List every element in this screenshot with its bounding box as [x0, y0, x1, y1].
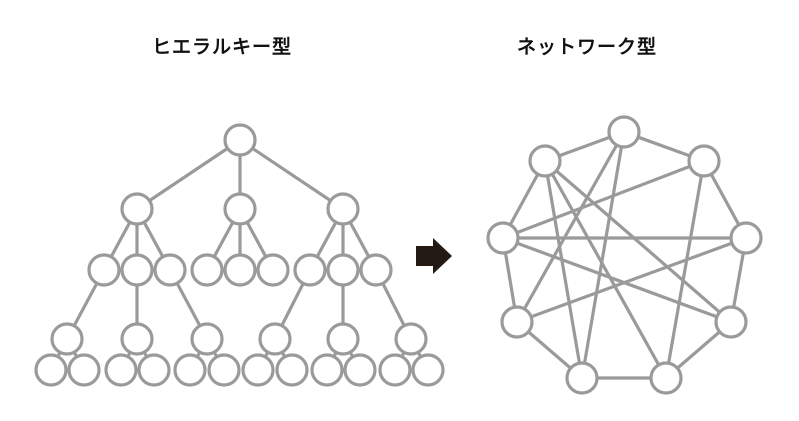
network-node-n1 [607, 115, 641, 149]
hierarchy-node-d1 [50, 322, 84, 356]
hierarchy-node-c2 [326, 253, 360, 287]
hierarchy-node-a3 [153, 253, 187, 287]
network-node-n6 [565, 361, 599, 395]
network-title: ネットワーク型 [517, 36, 658, 58]
hierarchy-node-c [326, 192, 360, 226]
hierarchy-node-d4 [258, 322, 292, 356]
network-node-n9 [528, 144, 562, 178]
arrow-right-icon [416, 238, 452, 274]
hierarchy-node-e2 [67, 353, 101, 387]
hierarchy-node-e8 [275, 353, 309, 387]
network-edge-n2-n8 [502, 159, 705, 240]
hierarchy-node-c3 [359, 253, 393, 287]
hierarchy-node-e6 [207, 353, 241, 387]
hierarchy-node-e3 [104, 353, 138, 387]
hierarchy-node-e9 [310, 353, 344, 387]
network-edge-n9-n6 [543, 160, 584, 379]
hierarchy-node-e12 [411, 353, 445, 387]
hierarchy-node-d5 [326, 322, 360, 356]
hierarchy-node-d3 [190, 322, 224, 356]
hierarchy-node-e1 [34, 353, 68, 387]
hierarchy-edge-r-c [239, 138, 344, 211]
hierarchy-node-r [223, 123, 257, 157]
hierarchy-nodes [34, 123, 445, 387]
hierarchy-node-a2 [120, 253, 154, 287]
network-edge-n1-n6 [580, 131, 626, 379]
network-edge-n8-n4 [502, 236, 732, 324]
network-node-n4 [714, 305, 748, 339]
hierarchy-node-e10 [343, 353, 377, 387]
hierarchy-node-b3 [256, 253, 290, 287]
hierarchy-node-a [120, 192, 154, 226]
hierarchy-node-b2 [223, 253, 257, 287]
hierarchy-node-d2 [120, 322, 154, 356]
hierarchy-node-e7 [241, 353, 275, 387]
network-node-n2 [687, 144, 721, 178]
network-edge-n3-n7 [516, 236, 747, 324]
hierarchy-edge-r-a [136, 138, 241, 211]
hierarchy-node-e5 [173, 353, 207, 387]
hierarchy-node-b1 [190, 253, 224, 287]
hierarchy-node-c1 [293, 253, 327, 287]
network-edge-n4-n9 [543, 159, 733, 324]
network-node-n8 [486, 221, 520, 255]
network-edge-n9-n5 [543, 160, 668, 379]
network-edge-n1-n7 [515, 131, 626, 323]
hierarchy-title: ヒエラルキー型 [152, 36, 293, 58]
hierarchy-node-e11 [378, 353, 412, 387]
hierarchy-node-a1 [87, 253, 121, 287]
hierarchy-node-e4 [137, 353, 171, 387]
network-node-n5 [649, 361, 683, 395]
network-node-n7 [500, 305, 534, 339]
network-node-n3 [729, 221, 763, 255]
network-nodes [486, 115, 763, 395]
hierarchy-node-d6 [394, 322, 428, 356]
network-edge-n2-n5 [664, 160, 706, 379]
hierarchy-node-b [223, 192, 257, 226]
